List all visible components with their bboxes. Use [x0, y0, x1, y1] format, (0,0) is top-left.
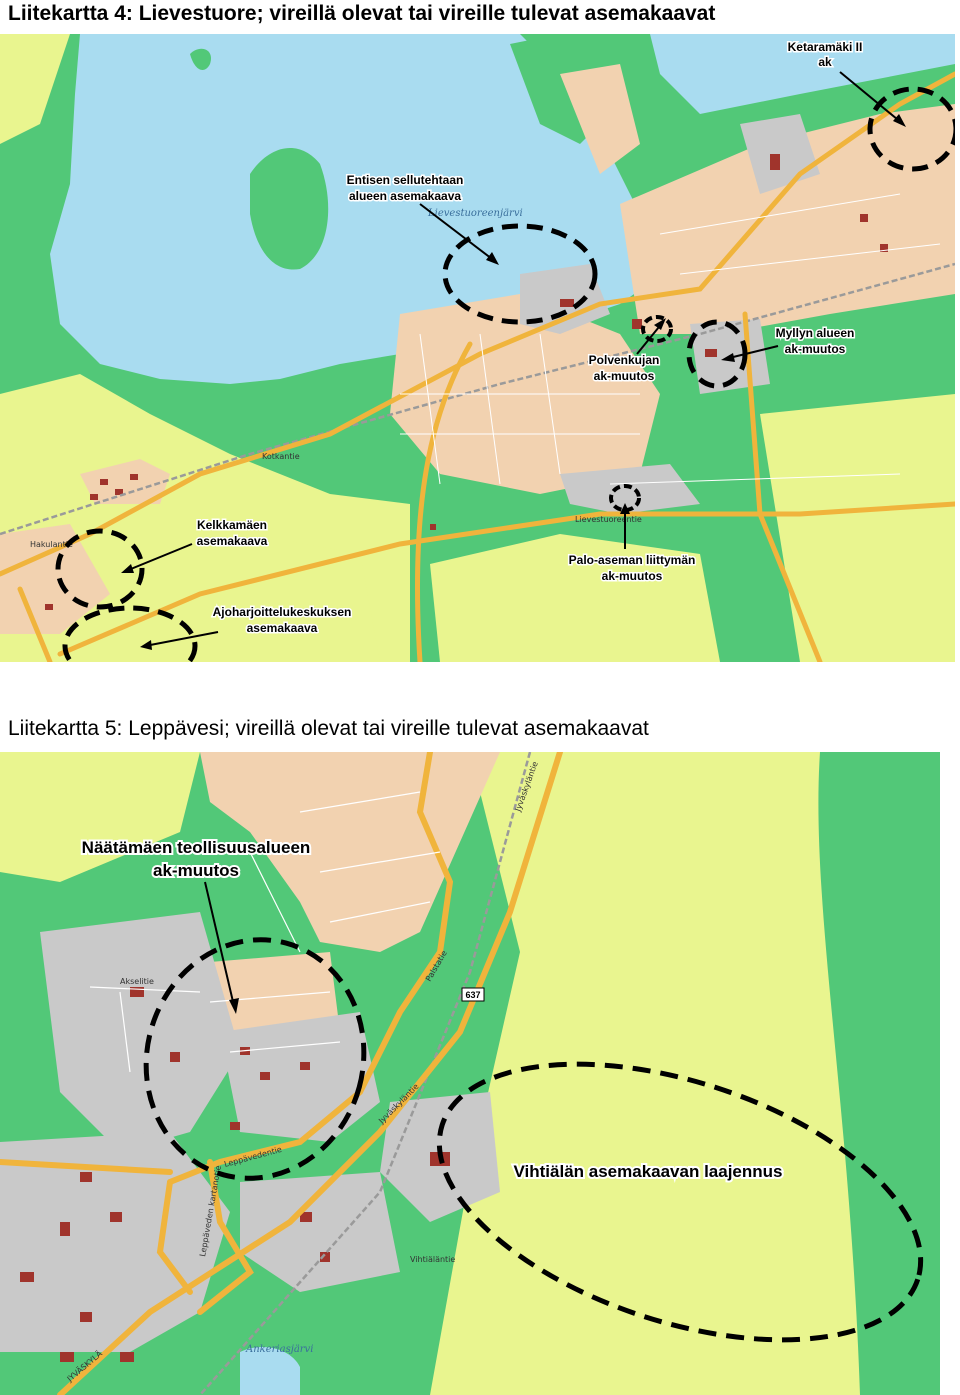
island: [250, 147, 329, 270]
lake-label: Ankeriasjärvi: [245, 1344, 313, 1355]
marker-paloaseman[interactable]: [609, 484, 641, 512]
label-paloaseman-1: Palo-aseman liittymän: [569, 553, 696, 567]
marker-kelkkamaen[interactable]: [55, 528, 145, 610]
label-kelkkamaen-2: asemakaava: [197, 534, 268, 548]
lake-north: [650, 34, 955, 114]
label-vihtialan: Vihtiälän asemakaavan laajennus: [514, 1162, 783, 1181]
lake-label: Lievestuoreenjärvi: [427, 208, 523, 219]
map-lievestuore-canvas: Lievestuoreenjärvi Kotkantie Hakulantie …: [0, 34, 955, 662]
road-number-shield: [461, 987, 485, 1002]
map-leppavesi-canvas: 637 Ankeriasjärvi Jyväskyläntie Jyväskyl…: [0, 752, 940, 1395]
label-ketaramaki-1: Ketaramäki II: [788, 40, 863, 54]
main-roads: [0, 752, 563, 1395]
marker-polvenkujan[interactable]: [641, 315, 673, 343]
label-sellutehdas-1: Entisen sellutehtaan: [347, 173, 464, 187]
label-polvenkujan-2: ak-muutos: [594, 369, 655, 383]
label-paloaseman-2: ak-muutos: [602, 569, 663, 583]
railway: [199, 752, 532, 1395]
minor-roads: [89, 791, 441, 1073]
annotation-arrow: [204, 881, 235, 1007]
label-ketaramaki-2: ak: [818, 55, 832, 69]
label-ajoharjoittelu-1: Ajoharjoittelukeskuksen: [213, 605, 352, 619]
road-label-lievestuoreentie: Lievestuoreentie: [575, 515, 642, 524]
marker-ketaramaki[interactable]: [867, 86, 955, 172]
marker-vihtialan[interactable]: [405, 1011, 940, 1394]
label-kelkkamaen-1: Kelkkamäen: [197, 518, 267, 532]
map-5-title: Liitekartta 5: Leppävesi; vireillä oleva…: [8, 717, 649, 740]
lake-ankeriasjarvi: [240, 1347, 300, 1395]
annotation-labels: Näätämäen teollisuusalueen ak-muutos Vih…: [80, 836, 785, 1183]
railway: [0, 262, 955, 536]
label-myllyn-1: Myllyn alueen: [776, 326, 855, 340]
main-roads: [0, 71, 955, 662]
map-4-title: Liitekartta 4: Lievestuore; vireillä ole…: [8, 2, 716, 25]
label-naatamaen-1: Näätämäen teollisuusalueen: [82, 838, 311, 857]
buildings: [45, 154, 888, 610]
marker-naatamaen[interactable]: [120, 915, 391, 1203]
road-label-akselitie: Akselitie: [120, 977, 154, 986]
road-number: 637: [465, 990, 480, 1000]
residential-areas: [0, 64, 955, 634]
map-leppavesi[interactable]: 637 Ankeriasjärvi Jyväskyläntie Jyväskyl…: [0, 752, 940, 1395]
label-sellutehdas-2: alueen asemakaava: [349, 189, 461, 203]
arrow-head: [229, 998, 239, 1014]
map-lievestuore[interactable]: Lievestuoreenjärvi Kotkantie Hakulantie …: [0, 34, 955, 662]
arrow-heads: [121, 114, 906, 650]
road-label-hakulantie: Hakulantie: [30, 540, 73, 549]
label-naatamaen-2: ak-muutos: [153, 861, 239, 880]
minor-roads: [400, 193, 941, 485]
field-areas: [0, 752, 940, 1395]
island-small: [190, 48, 211, 70]
road-label-kotkantie: Kotkantie: [262, 452, 300, 461]
marker-sellutehdas[interactable]: [442, 223, 598, 325]
road-label-vihtialantie: Vihtiäläntie: [410, 1255, 455, 1264]
label-myllyn-2: ak-muutos: [785, 342, 846, 356]
plan-markers: [120, 915, 940, 1394]
label-polvenkujan-1: Polvenkujan: [589, 353, 660, 367]
buildings: [20, 987, 450, 1362]
forest-east: [818, 752, 940, 1395]
marker-ajoharjoittelu[interactable]: [62, 605, 198, 662]
label-ajoharjoittelu-2: asemakaava: [247, 621, 318, 635]
annotation-labels: Ketaramäki II ak Entisen sellutehtaan al…: [195, 39, 864, 637]
